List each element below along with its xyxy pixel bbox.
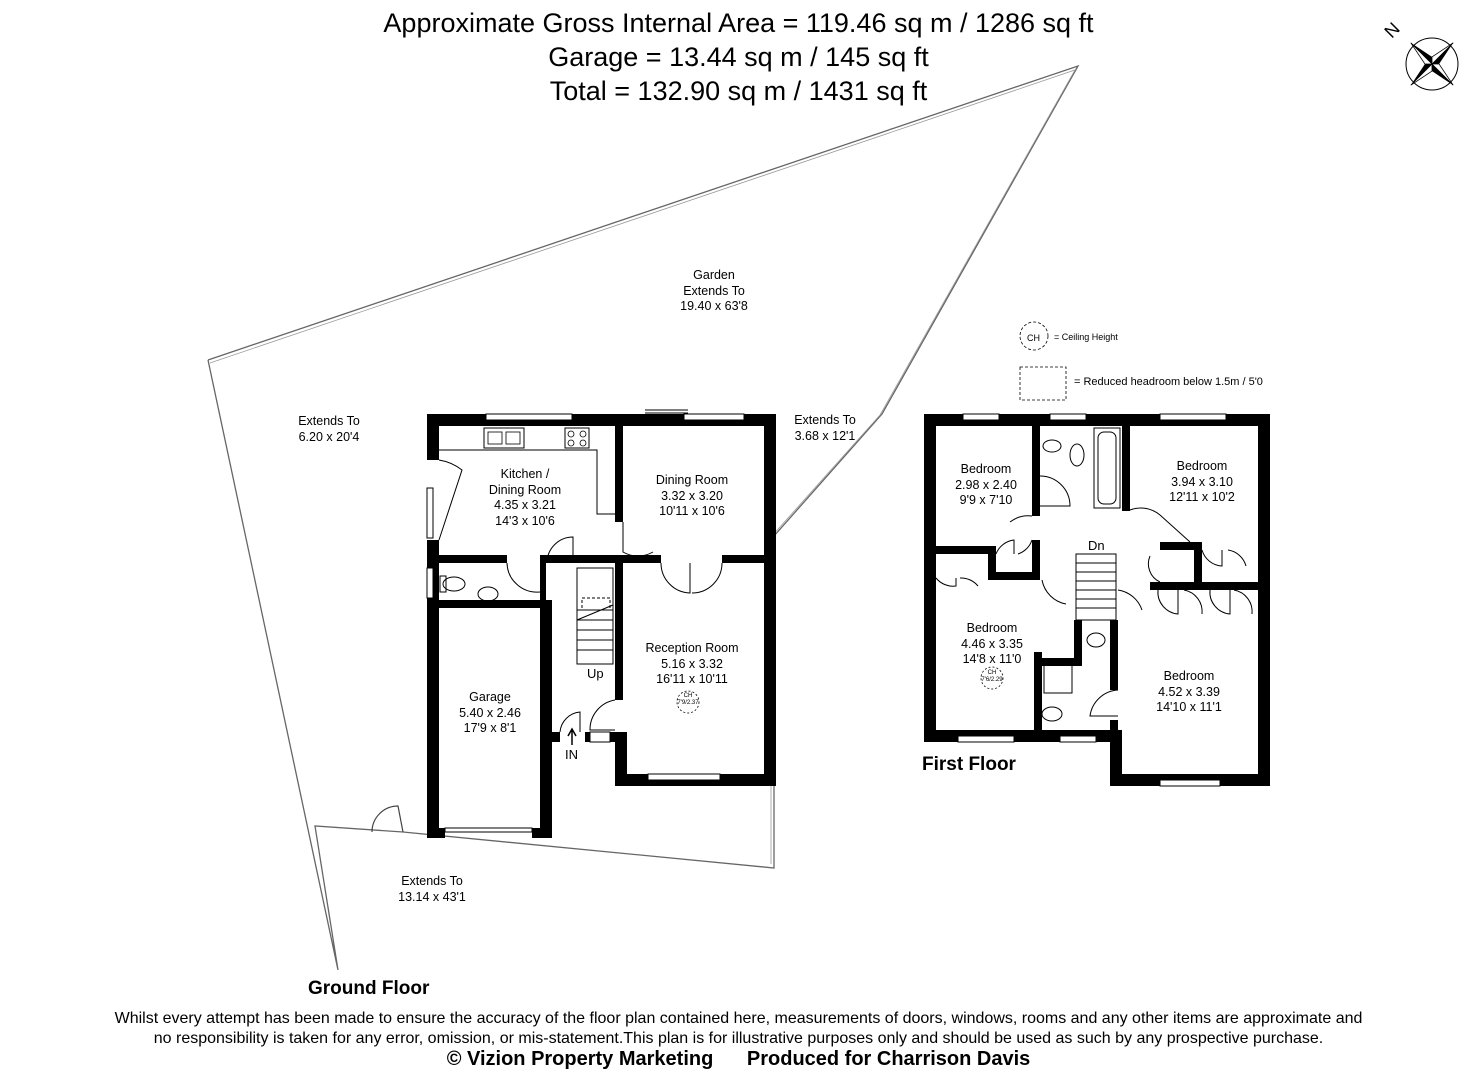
produced-for-text: Produced for Charrison Davis	[746, 1048, 1031, 1070]
disclaimer-line-2: no responsibility is taken for any error…	[153, 1030, 1324, 1047]
bathroom-fixtures	[1041, 427, 1121, 722]
ceiling-height-icon	[676, 690, 700, 714]
legend-ch-text: = Ceiling Height	[1054, 332, 1118, 342]
stairs-down-label: Dn	[1088, 538, 1105, 553]
stairs-up-label: Up	[587, 666, 604, 681]
legend-reduced-text: = Reduced headroom below 1.5m / 5'0	[1074, 376, 1263, 388]
copyright-text: © Vizion Property Marketing	[446, 1048, 714, 1070]
toilet-icon	[442, 576, 466, 592]
stairs-up	[576, 567, 614, 665]
stairs-down	[1075, 553, 1117, 621]
first-floor-title: First Floor	[922, 754, 1016, 775]
ceiling-height-icon-first	[980, 666, 1004, 690]
ground-floor-doors	[506, 522, 723, 733]
first-floor-windows	[957, 413, 1227, 787]
gross-area-line: Approximate Gross Internal Area = 119.46…	[383, 8, 1094, 38]
hob-icon	[564, 427, 590, 449]
garage-area-line: Garage = 13.44 sq m / 145 sq ft	[548, 42, 929, 72]
compass-icon	[1405, 37, 1459, 91]
kitchen-worktop	[439, 449, 615, 515]
garden-boundary	[207, 64, 1080, 971]
sink-icon	[483, 427, 525, 449]
ground-floor-windows	[426, 413, 745, 833]
total-area-line: Total = 132.90 sq m / 1431 sq ft	[549, 76, 928, 106]
disclaimer-line-1: Whilst every attempt has been made to en…	[114, 1010, 1363, 1027]
entrance-label: IN	[565, 747, 578, 762]
credits: © Vizion Property Marketing Produced for…	[0, 1048, 1477, 1071]
ground-floor-title: Ground Floor	[308, 978, 430, 999]
legend-ch-symbol: CH	[1027, 333, 1040, 343]
kitchen-door	[438, 459, 463, 541]
basin-icon	[477, 586, 499, 602]
entrance-arrow-icon	[567, 727, 577, 745]
first-floor-doors	[935, 475, 1253, 717]
garden-gate	[371, 805, 404, 833]
legend-ch-icon	[1019, 321, 1049, 351]
ground-floor-walls	[427, 414, 776, 838]
legend-reduced-headroom-icon	[1019, 366, 1067, 401]
